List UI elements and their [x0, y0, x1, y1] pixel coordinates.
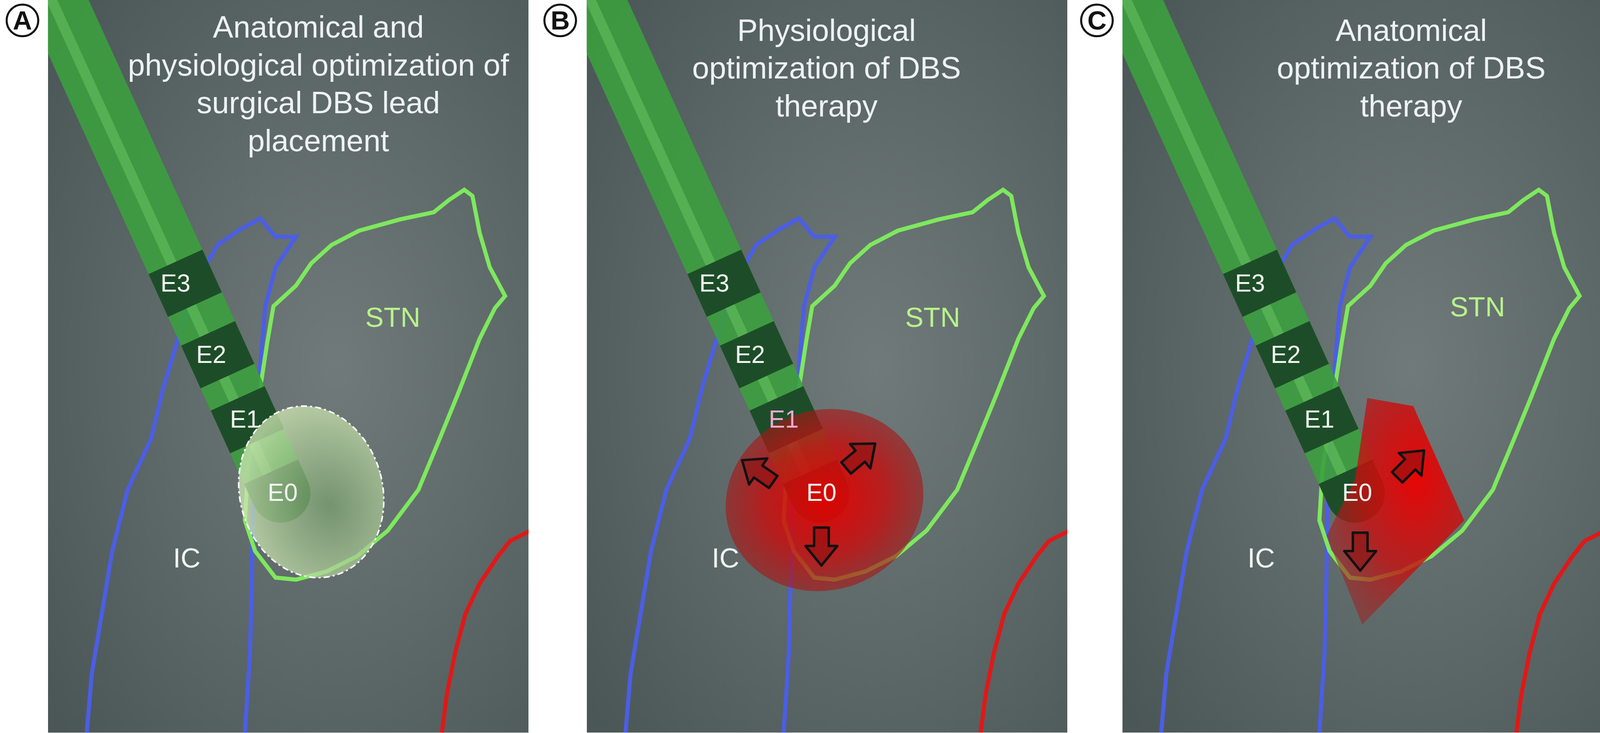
panel-c [1053, 0, 1600, 733]
electrode-label: E2 [196, 341, 227, 369]
electrode-label: E0 [806, 479, 837, 507]
panel-b [517, 0, 1070, 733]
panel-letter-circle: C [1079, 2, 1115, 38]
electrode-label: E2 [734, 341, 765, 369]
electrode-label: E1 [229, 405, 260, 433]
panel-letter: A [5, 2, 40, 38]
panel-letter: C [1079, 2, 1115, 38]
panel-letter: B [542, 2, 578, 38]
nucleus-label: STN [365, 303, 421, 334]
electrode-label: E1 [1304, 405, 1335, 433]
electrode-label: E3 [1235, 270, 1266, 298]
electrode-label: E3 [160, 270, 191, 298]
electrode-label: E3 [699, 270, 730, 298]
electrode-label: E0 [267, 479, 298, 507]
capsule-label: IC [711, 544, 740, 575]
electrode-label: E2 [1270, 341, 1301, 369]
capsule-label: IC [173, 544, 201, 575]
nucleus-label: STN [905, 303, 961, 334]
panel-title: Physiological optimization of DBS therap… [673, 11, 980, 125]
panel-a [48, 0, 529, 733]
panel-letter-circle: A [5, 2, 40, 38]
electrode-label: E0 [1342, 479, 1373, 507]
panel-title: Anatomical optimization of DBS therapy [1258, 11, 1565, 125]
panel-letter-circle: B [542, 2, 578, 38]
nucleus-label: STN [1450, 292, 1506, 324]
electrode-label: E1 [768, 405, 799, 433]
capsule-label: IC [1247, 544, 1276, 575]
panel-title: Anatomical and physiological optimizatio… [124, 8, 513, 160]
